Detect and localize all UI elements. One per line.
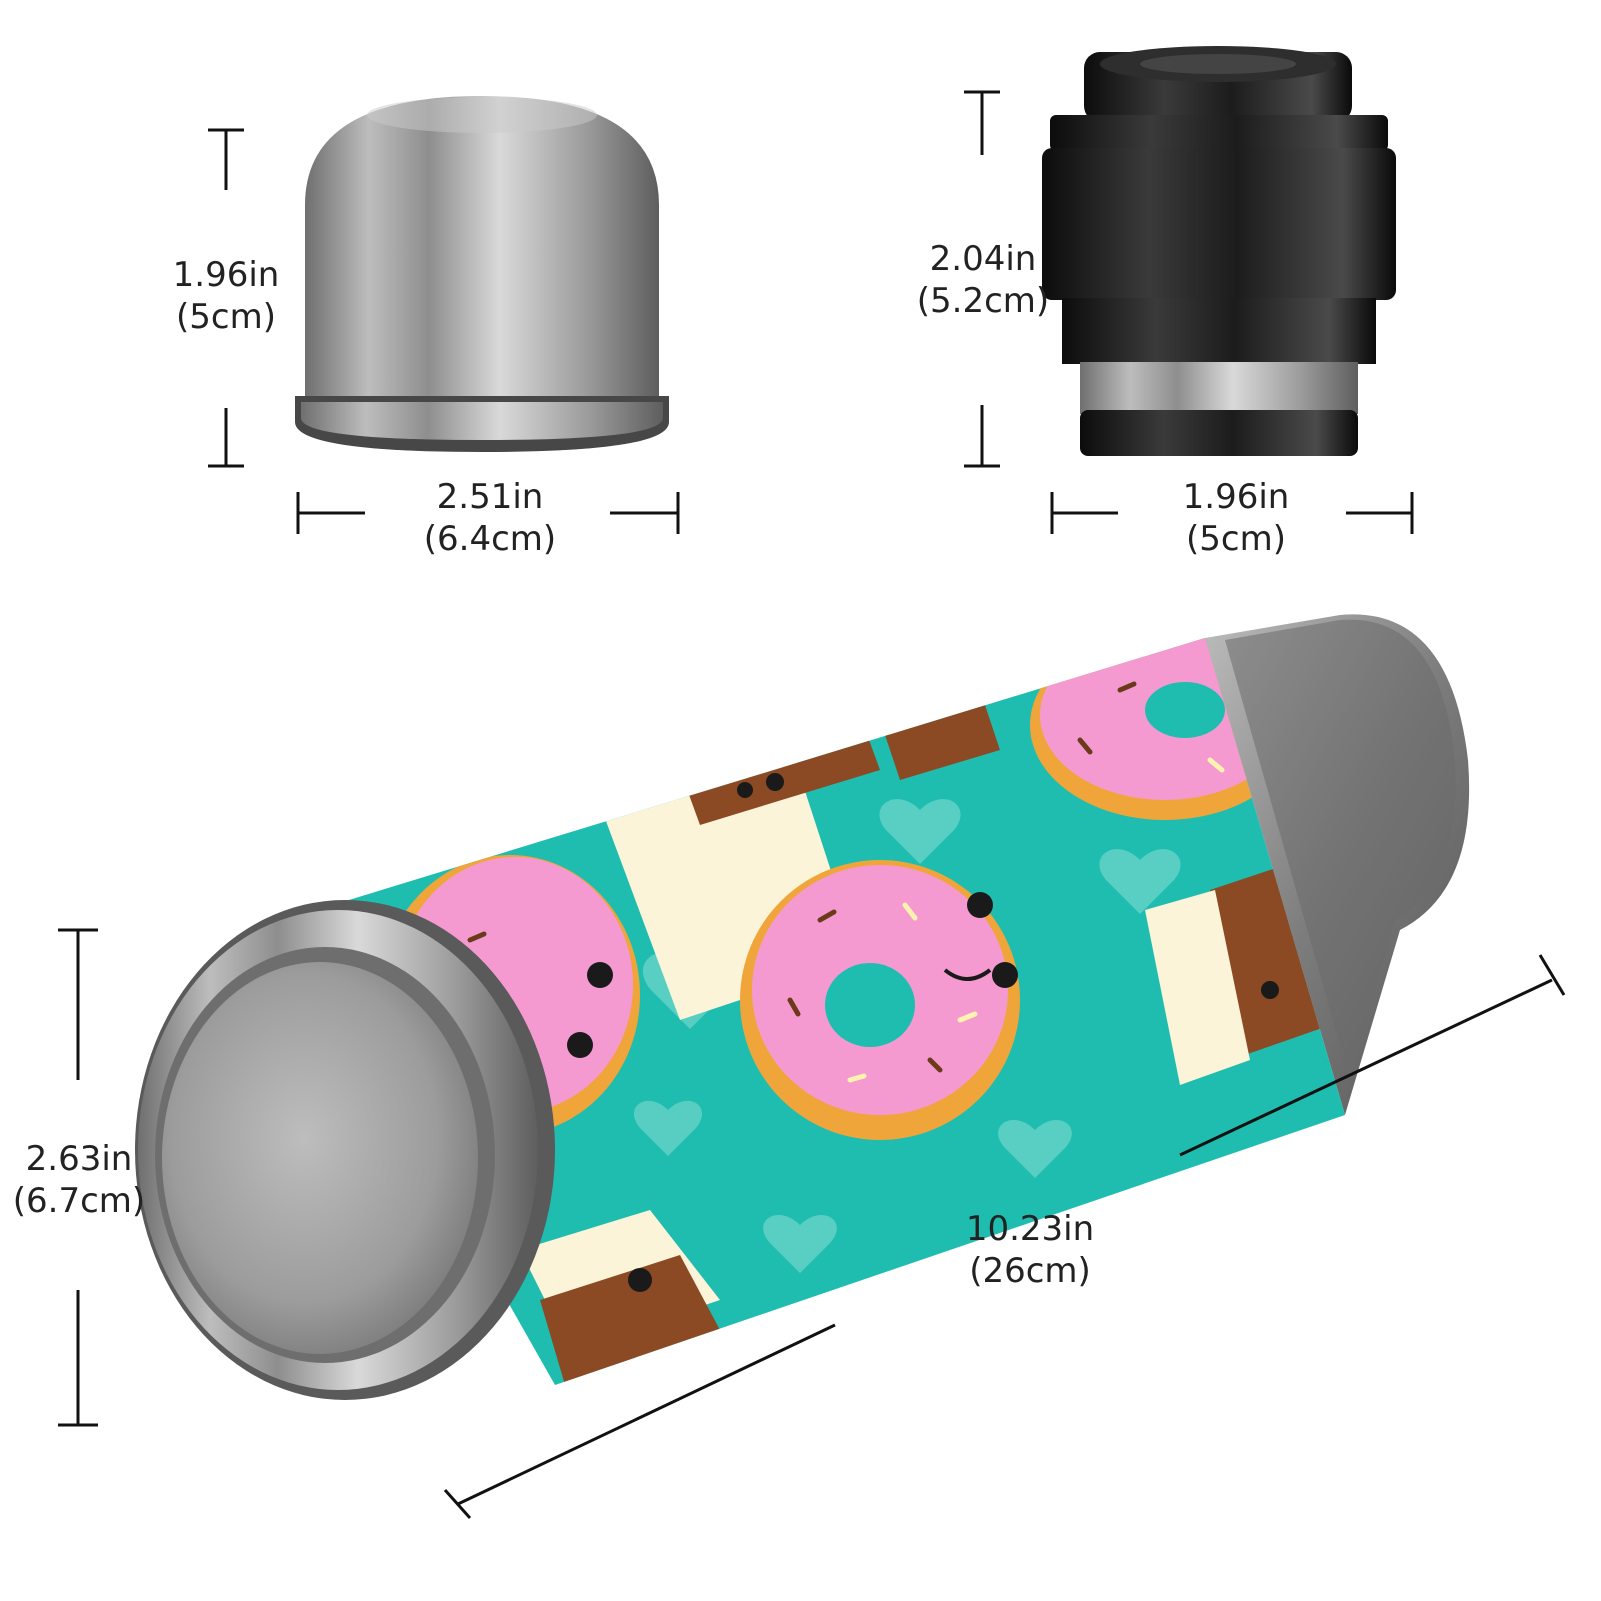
- bottle-diameter-in: 2.63in: [25, 1139, 133, 1179]
- stopper-height-cm: (5.2cm): [916, 281, 1050, 321]
- cup-lid-width-label: 2.51in (6.4cm): [400, 476, 580, 560]
- bottle-length-cm: (26cm): [969, 1251, 1091, 1291]
- bottle-length-label: 10.23in (26cm): [950, 1208, 1110, 1292]
- bottle-diameter-label: 2.63in (6.7cm): [4, 1138, 154, 1222]
- bottle-diameter-cm: (6.7cm): [12, 1181, 146, 1221]
- stopper: [1042, 46, 1396, 456]
- stopper-width-cm: (5cm): [1186, 519, 1286, 559]
- stopper-width-in: 1.96in: [1182, 477, 1290, 517]
- bottle-end-cap: [135, 900, 555, 1400]
- cup-lid-height-cm: (5cm): [176, 297, 276, 337]
- stopper-height-in: 2.04in: [929, 239, 1037, 279]
- dimension-lines: [58, 90, 1566, 1519]
- bottle: [135, 614, 1470, 1400]
- cup-lid-height-label: 1.96in (5cm): [160, 254, 292, 338]
- stopper-width-label: 1.96in (5cm): [1170, 476, 1302, 560]
- stopper-height-label: 2.04in (5.2cm): [908, 238, 1058, 322]
- bottle-length-in: 10.23in: [965, 1209, 1095, 1249]
- cup-lid-height-in: 1.96in: [172, 255, 280, 295]
- cup-lid-width-in: 2.51in: [436, 477, 544, 517]
- cup-lid: [295, 96, 669, 452]
- cup-lid-width-cm: (6.4cm): [423, 519, 557, 559]
